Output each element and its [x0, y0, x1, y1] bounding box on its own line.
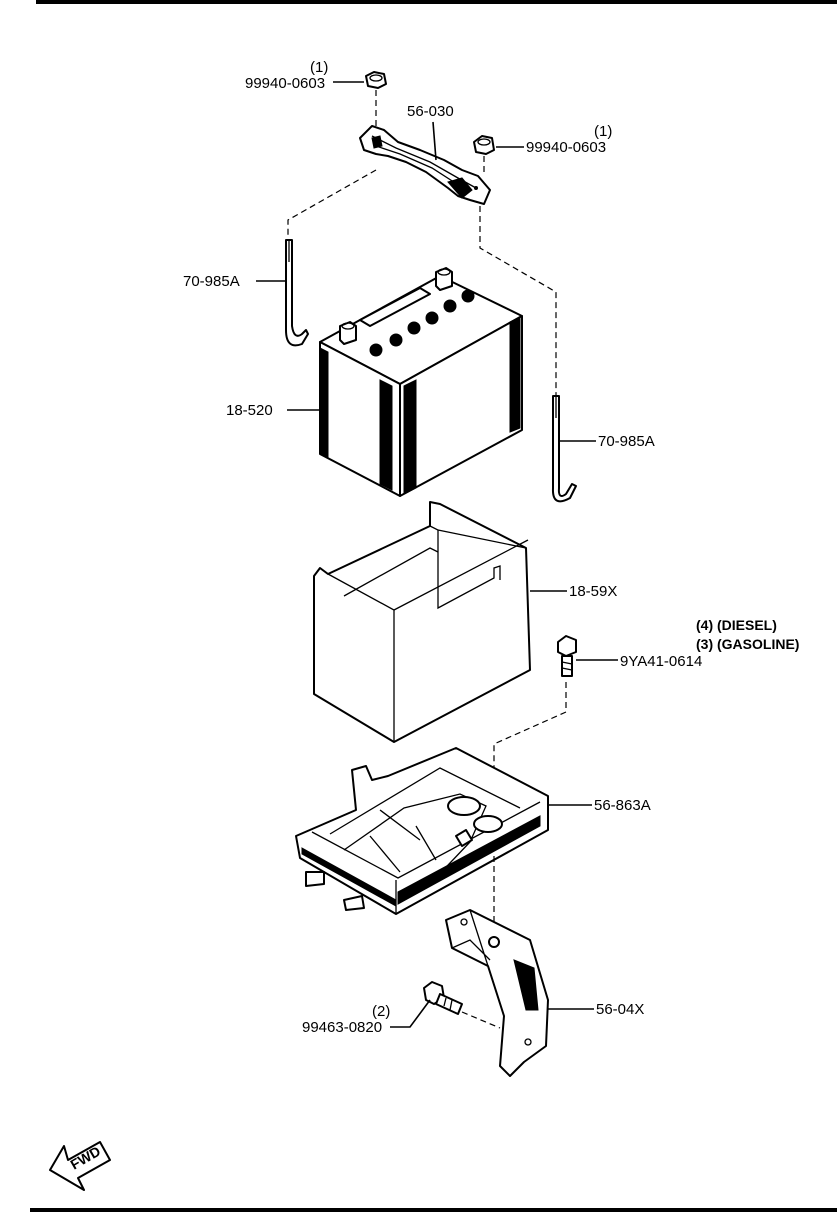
nut-right[interactable]: [473, 135, 495, 155]
cover-number: 18-59X: [569, 583, 617, 600]
nut-top-number: 99940-0603: [245, 75, 325, 92]
clamp-number: 56-030: [407, 103, 454, 120]
bracket-bolt-number: 99463-0820: [302, 1019, 382, 1036]
tray-number: 56-863A: [594, 797, 651, 814]
bracket-bolt-dash: [461, 1011, 501, 1029]
fwd-arrow-icon: FWD: [49, 1141, 111, 1191]
nut-top[interactable]: [365, 71, 387, 89]
nut-top-qty: (1): [310, 59, 328, 76]
bracket-bolt[interactable]: [423, 981, 463, 1015]
top-border: [36, 0, 837, 4]
rod-right-number: 70-985A: [598, 433, 655, 450]
battery-number: 18-520: [226, 402, 273, 419]
clamp-leader: [432, 121, 437, 161]
clamp[interactable]: [359, 125, 491, 205]
battery[interactable]: [319, 267, 523, 497]
rod-left[interactable]: [285, 239, 309, 347]
bracket-bolt-leader: [390, 999, 431, 1028]
tray-bolt[interactable]: [557, 635, 577, 677]
clamp-left-rod-dash: [287, 169, 377, 238]
rod-right[interactable]: [551, 395, 577, 503]
rod-left-number: 70-985A: [183, 273, 240, 290]
tray-bolt-qty-diesel: (4) (DIESEL): [696, 617, 777, 633]
tray-bolt-dash: [493, 682, 567, 800]
nut-right-number: 99940-0603: [526, 139, 606, 156]
nut-right-qty: (1): [594, 123, 612, 140]
bottom-border: [30, 1208, 837, 1212]
bracket-bolt-qty: (2): [372, 1003, 390, 1020]
tray-bolt-qty-gasoline: (3) (GASOLINE): [696, 636, 799, 652]
clamp-right-rod-dash: [479, 206, 557, 396]
battery-cover[interactable]: [313, 501, 531, 743]
battery-tray[interactable]: [295, 747, 549, 915]
tray-bracket[interactable]: [445, 909, 549, 1077]
bracket-number: 56-04X: [596, 1001, 644, 1018]
tray-bolt-number: 9YA41-0614: [620, 653, 702, 670]
